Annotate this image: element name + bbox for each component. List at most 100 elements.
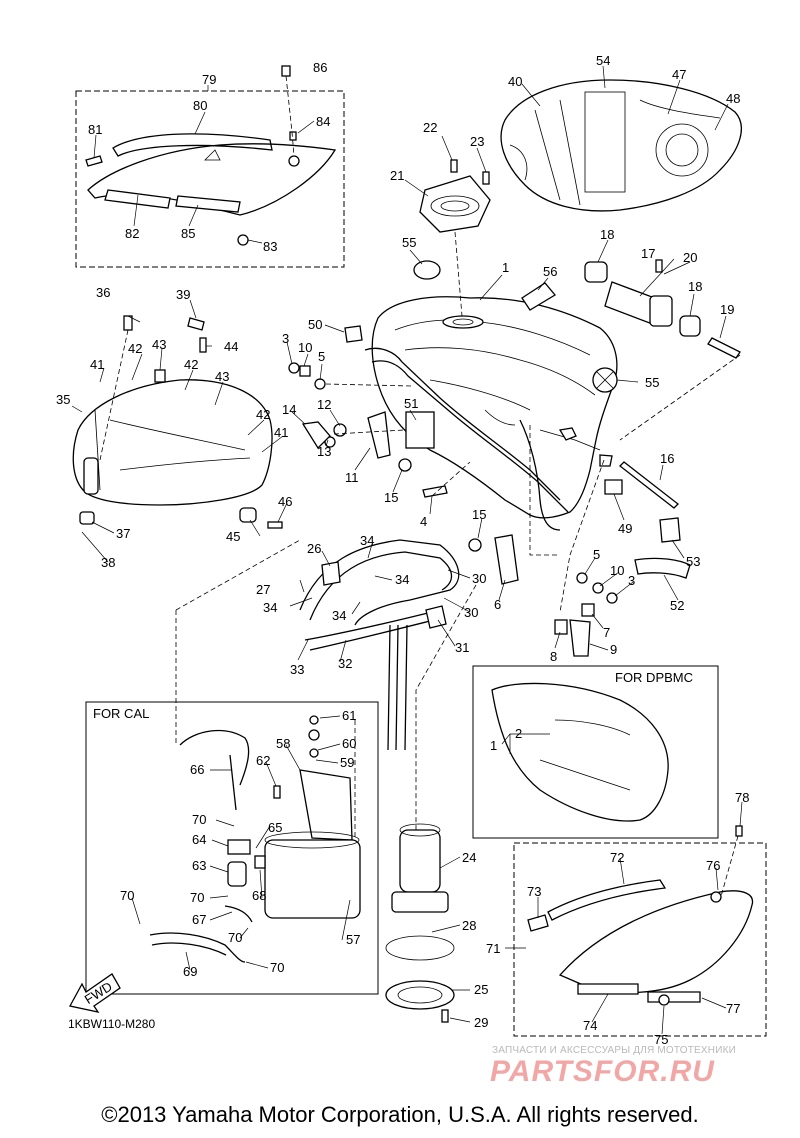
callout-55a: 55 — [402, 235, 416, 250]
collar-13 — [324, 436, 336, 448]
label-51 — [405, 411, 435, 449]
callout-30b: 30 — [464, 605, 478, 620]
label-for-cal: FOR CAL — [93, 706, 149, 721]
part-8 — [554, 619, 568, 635]
callout-13: 13 — [317, 444, 331, 459]
leader-lines — [71, 65, 743, 1035]
callout-53: 53 — [686, 554, 700, 569]
callout-77: 77 — [726, 1001, 740, 1016]
callout-64: 64 — [192, 832, 206, 847]
callout-43b: 43 — [215, 369, 229, 384]
callout-34c: 34 — [263, 600, 277, 615]
box-71-assembly — [513, 842, 767, 1037]
callout-81: 81 — [88, 122, 102, 137]
callout-82: 82 — [125, 226, 139, 241]
screw-44 — [199, 337, 207, 353]
callout-49: 49 — [618, 521, 632, 536]
callout-28: 28 — [462, 918, 476, 933]
callout-70a: 70 — [192, 812, 206, 827]
callout-22: 22 — [423, 120, 437, 135]
callout-10a: 10 — [298, 340, 312, 355]
callout-20: 20 — [683, 250, 697, 265]
bracket-9 — [569, 619, 591, 657]
callout-24: 24 — [462, 850, 476, 865]
callout-41b: 41 — [274, 425, 288, 440]
callout-34b: 34 — [395, 572, 409, 587]
callout-65: 65 — [268, 820, 282, 835]
callout-54: 54 — [596, 53, 610, 68]
callout-1b: 1 — [490, 738, 497, 753]
callout-40: 40 — [508, 74, 522, 89]
callout-36: 36 — [96, 285, 110, 300]
callout-57: 57 — [346, 932, 360, 947]
callout-42c: 42 — [256, 407, 270, 422]
copyright-notice: ©2013 Yamaha Motor Corporation, U.S.A. A… — [101, 1102, 699, 1127]
callout-86: 86 — [313, 60, 327, 75]
callout-33: 33 — [290, 662, 304, 677]
callout-17: 17 — [641, 246, 655, 261]
callout-19: 19 — [720, 302, 734, 317]
fwd-arrow: FWD — [69, 973, 121, 1013]
tank-inner-cover — [500, 79, 742, 212]
callout-66: 66 — [190, 762, 204, 777]
collar-10 — [299, 365, 311, 377]
washer-5b — [576, 572, 588, 584]
part-52 — [634, 557, 691, 579]
watermark-logo: PARTSFOR.RU — [490, 1055, 715, 1088]
callout-39: 39 — [176, 287, 190, 302]
callout-76: 76 — [706, 858, 720, 873]
washer-5 — [314, 378, 326, 390]
cap-55-left — [413, 260, 441, 280]
callout-78: 78 — [735, 790, 749, 805]
callout-34d: 34 — [332, 608, 346, 623]
diagram-code: 1KBW110-M280 — [68, 1017, 156, 1031]
callout-48: 48 — [726, 91, 740, 106]
bolt-15b — [468, 538, 482, 552]
trim-parts-box-71 — [527, 825, 754, 1006]
bolt-3b — [606, 592, 618, 604]
callout-70d: 70 — [228, 930, 242, 945]
callout-18b: 18 — [688, 279, 702, 294]
part-50 — [344, 325, 363, 343]
label-for-dpbmc: FOR DPBMC — [615, 670, 693, 685]
callout-74: 74 — [583, 1018, 597, 1033]
callout-63: 63 — [192, 858, 206, 873]
callout-12: 12 — [317, 397, 331, 412]
fuel-pump-assembly — [385, 823, 455, 1023]
part-49 — [604, 479, 623, 495]
callout-41a: 41 — [90, 357, 104, 372]
callout-4: 4 — [420, 514, 427, 529]
callout-7: 7 — [603, 625, 610, 640]
callout-70e: 70 — [270, 960, 284, 975]
bracket-14 — [301, 421, 331, 450]
callout-67: 67 — [192, 912, 206, 927]
collar-7 — [581, 603, 595, 617]
callout-5b: 5 — [593, 547, 600, 562]
callout-60: 60 — [342, 736, 356, 751]
callout-45: 45 — [226, 529, 240, 544]
grommet-43 — [154, 369, 166, 383]
callout-83: 83 — [263, 239, 277, 254]
grommet-45 — [239, 507, 257, 523]
callout-25: 25 — [474, 982, 488, 997]
callout-50: 50 — [308, 317, 322, 332]
callout-11: 11 — [345, 470, 359, 485]
callout-44: 44 — [224, 339, 238, 354]
callout-42a: 42 — [128, 341, 142, 356]
callout-69: 69 — [183, 964, 197, 979]
callout-75: 75 — [654, 1032, 668, 1047]
callout-56: 56 — [543, 264, 557, 279]
grommet-37 — [79, 511, 95, 525]
callout-35: 35 — [56, 392, 70, 407]
callout-55b: 55 — [645, 375, 659, 390]
callout-37: 37 — [116, 526, 130, 541]
bolt-15 — [398, 458, 412, 472]
damper-12 — [333, 423, 347, 437]
screw-22 — [450, 159, 458, 173]
fuel-tank-drawing — [364, 296, 618, 531]
callout-62: 62 — [256, 753, 270, 768]
screw-23 — [482, 171, 490, 185]
callout-32: 32 — [338, 656, 352, 671]
callout-2: 2 — [515, 726, 522, 741]
